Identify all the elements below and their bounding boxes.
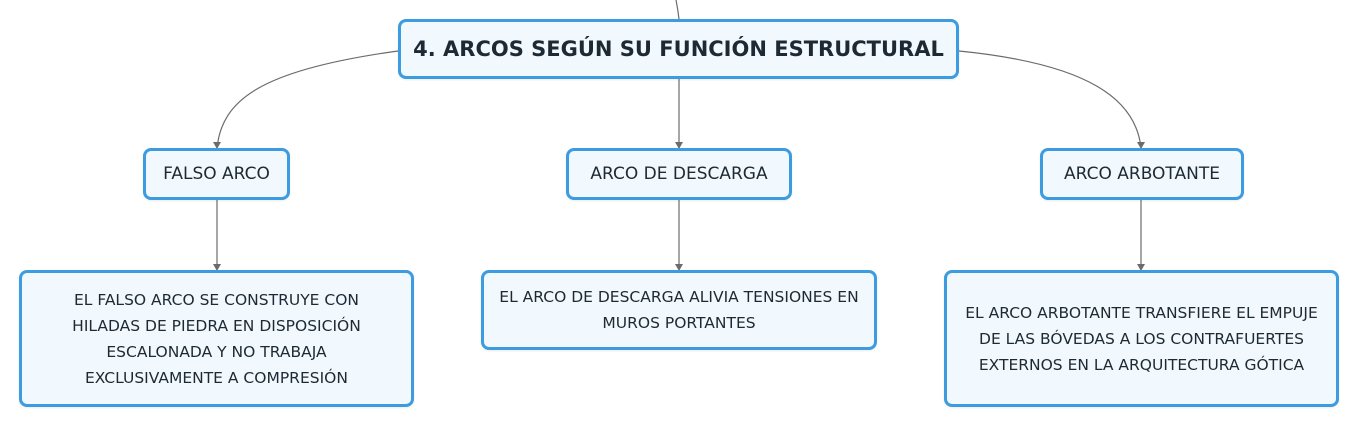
root-topic-label: 4. ARCOS SEGÚN SU FUNCIÓN ESTRUCTURAL <box>413 37 944 61</box>
topic-falso-arco-label: FALSO ARCO <box>163 164 270 184</box>
detail-line: EL ARCO DE DESCARGA ALIVIA TENSIONES EN <box>499 288 859 306</box>
topic-arco-arbotante-label: ARCO ARBOTANTE <box>1064 164 1220 184</box>
connector-root-to-falso-arco <box>216 50 399 149</box>
detail-line: ESCALONADA Y NO TRABAJA <box>106 342 327 361</box>
detail-line: EL FALSO ARCO SE CONSTRUYE CON <box>73 290 359 309</box>
detail-arco-arbotante-text: EL ARCO ARBOTANTE TRANSFIERE EL EMPUJE D… <box>965 300 1318 378</box>
detail-falso-arco[interactable]: EL FALSO ARCO SE CONSTRUYE CON HILADAS D… <box>19 270 414 407</box>
detail-line: HILADAS DE PIEDRA EN DISPOSICIÓN <box>72 316 361 335</box>
arrowhead-arco-arbotante-detail <box>1137 264 1145 271</box>
arrowhead-falso-arco <box>213 142 221 149</box>
topic-arco-arbotante[interactable]: ARCO ARBOTANTE <box>1040 148 1244 200</box>
detail-line: EXTERNOS EN LA ARQUITECTURA GÓTICA <box>978 355 1305 374</box>
root-topic[interactable]: 4. ARCOS SEGÚN SU FUNCIÓN ESTRUCTURAL <box>398 19 959 79</box>
connector-parent-to-root <box>675 0 680 20</box>
arrowhead-falso-arco-detail <box>213 264 221 271</box>
detail-falso-arco-text: EL FALSO ARCO SE CONSTRUYE CON HILADAS D… <box>72 287 361 391</box>
topic-falso-arco[interactable]: FALSO ARCO <box>143 148 290 200</box>
arrowhead-arco-descarga <box>675 142 683 149</box>
arrowhead-arco-arbotante <box>1137 142 1145 149</box>
detail-line: MUROS PORTANTES <box>602 314 756 332</box>
topic-arco-de-descarga-label: ARCO DE DESCARGA <box>590 164 768 184</box>
detail-arco-de-descarga[interactable]: EL ARCO DE DESCARGA ALIVIA TENSIONES EN … <box>481 270 877 350</box>
detail-line: DE LAS BÓVEDAS A LOS CONTRAFUERTES <box>979 329 1304 348</box>
detail-arco-arbotante[interactable]: EL ARCO ARBOTANTE TRANSFIERE EL EMPUJE D… <box>944 270 1339 407</box>
topic-arco-de-descarga[interactable]: ARCO DE DESCARGA <box>566 148 792 200</box>
detail-arco-de-descarga-text: EL ARCO DE DESCARGA ALIVIA TENSIONES EN … <box>499 284 858 336</box>
arrowhead-arco-descarga-detail <box>675 264 683 271</box>
detail-line: EXCLUSIVAMENTE A COMPRESIÓN <box>85 368 348 387</box>
detail-line: EL ARCO ARBOTANTE TRANSFIERE EL EMPUJE <box>965 303 1318 322</box>
connector-root-to-arco-arbotante <box>958 50 1142 149</box>
